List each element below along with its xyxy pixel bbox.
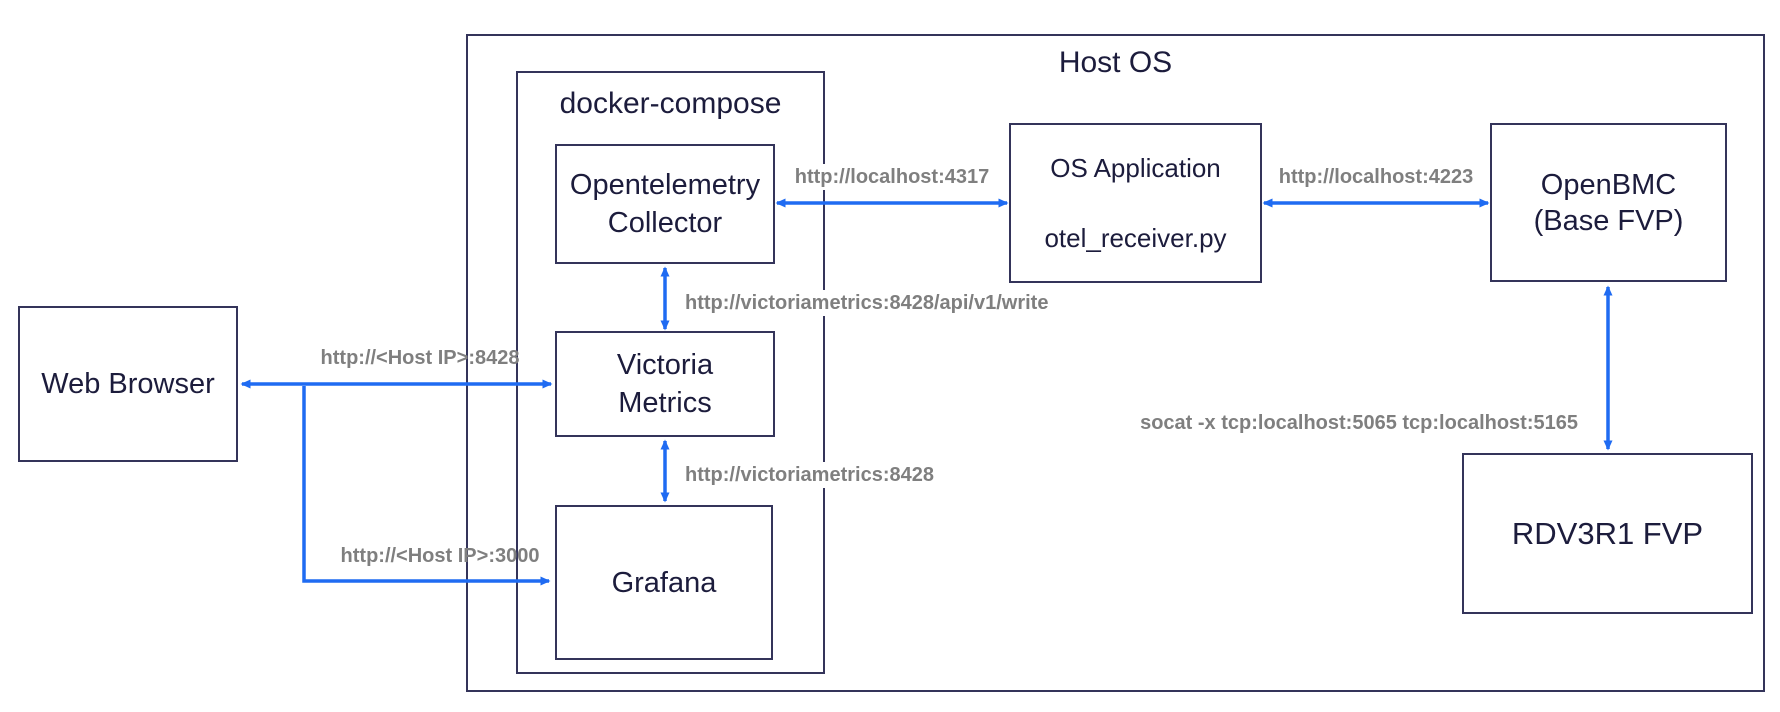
web-browser-node: Web Browser [18,306,238,462]
os-application-label-line2: otel_receiver.py [1044,223,1227,253]
otel-collector-label-line1: Opentelemetry [569,169,761,201]
os-application-label-line1: OS Application [1050,153,1221,183]
docker-compose-group: docker-compose [516,71,825,674]
edge-label-otel-to-osapp: http://localhost:4317 [775,164,1009,190]
otel-collector-node: Opentelemetry Collector [555,144,775,264]
victoria-metrics-node: Victoria Metrics [555,331,775,437]
edge-label-browser-to-victoriametrics: http://<Host IP>:8428 [320,347,520,369]
victoria-metrics-label-line2: Metrics [618,387,712,419]
host-os-group: Host OS [466,34,1765,692]
edge-label-openbmc-to-rdv3r1: socat -x tcp:localhost:5065 tcp:localhos… [1100,410,1578,436]
openbmc-label-line1: OpenBMC [1540,168,1677,201]
edge-label-otel-to-victoriametrics: http://victoriametrics:8428/api/v1/write [685,290,1049,316]
os-application-node: OS Application otel_receiver.py [1009,123,1262,283]
edge-label-osapp-to-openbmc: http://localhost:4223 [1262,164,1490,190]
grafana-node: Grafana [555,505,773,660]
victoria-metrics-label-line1: Victoria [616,349,714,381]
grafana-label: Grafana [611,566,717,599]
docker-compose-title: docker-compose [559,87,782,120]
rdv3r1-fvp-node: RDV3R1 FVP [1462,453,1753,614]
edge-label-browser-to-grafana: http://<Host IP>:3000 [340,545,540,567]
openbmc-label-line2: (Base FVP) [1533,204,1684,237]
edge-label-victoriametrics-to-grafana: http://victoriametrics:8428 [685,462,934,488]
openbmc-node: OpenBMC (Base FVP) [1490,123,1727,282]
rdv3r1-fvp-label: RDV3R1 FVP [1511,515,1704,551]
otel-collector-label-line2: Collector [607,207,723,239]
host-os-title: Host OS [1058,46,1173,79]
web-browser-label: Web Browser [41,368,215,400]
